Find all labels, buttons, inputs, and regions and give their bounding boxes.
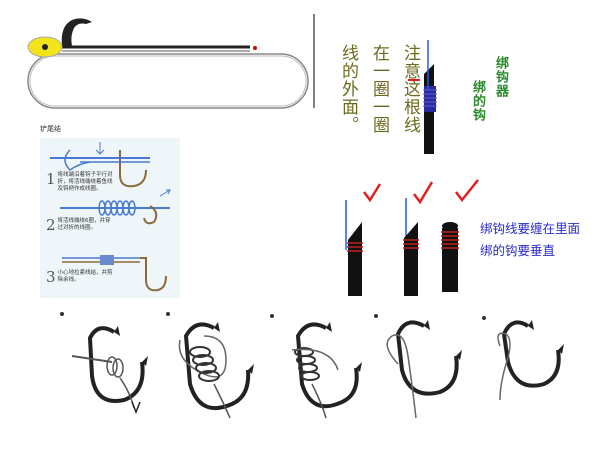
seq-dot-3 (270, 314, 274, 318)
sequence-hook-1 (72, 326, 148, 412)
seq-dot-2 (166, 312, 170, 316)
seq-dot-4 (374, 314, 378, 318)
sequence-hook-5 (498, 320, 564, 400)
seq-dot-5 (482, 316, 486, 320)
sequence-hook-4 (387, 320, 462, 418)
sequence-hook-3 (292, 322, 362, 418)
sequence-hook-2 (179, 322, 254, 418)
seq-dot-1 (60, 312, 64, 316)
